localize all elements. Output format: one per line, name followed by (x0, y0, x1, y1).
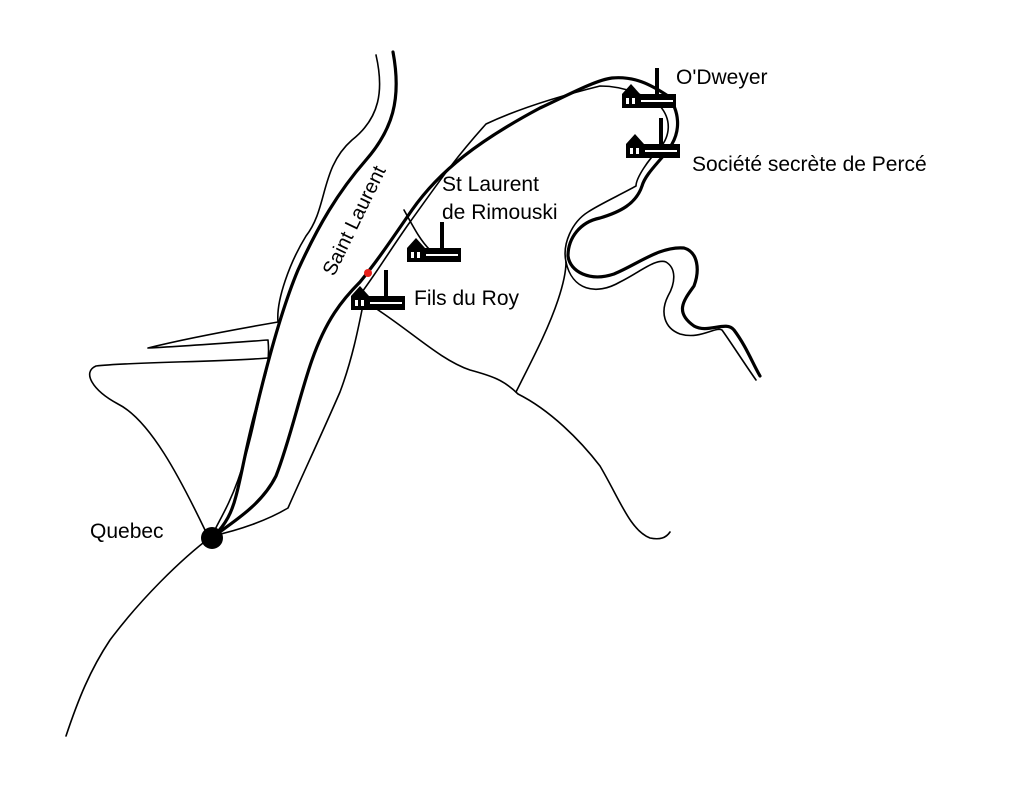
river-north-bank (212, 50, 398, 538)
city-label: Quebec (90, 520, 164, 543)
inland-boundary (371, 305, 671, 540)
distillery-label-rimouski-line2: de Rimouski (442, 201, 558, 224)
western-coastline (88, 357, 269, 531)
north-coastline (147, 54, 381, 537)
river-south-bank (212, 76, 762, 538)
distillery-label-rimouski-line1: St Laurent (442, 173, 539, 196)
city-dot-icon (201, 527, 223, 549)
distillery-label-perce: Société secrète de Percé (692, 153, 927, 176)
distillery-icon (622, 68, 676, 108)
southern-coastline (211, 299, 365, 537)
distillery-icon (626, 118, 680, 158)
distillery-label-odweyer: O'Dweyer (676, 66, 768, 89)
distillery-icon (351, 270, 405, 310)
inland-boundary-2 (515, 261, 567, 393)
bay-coastline (565, 260, 757, 381)
river-label: Saint Laurent (319, 162, 391, 279)
distillery-label-fils-du-roy: Fils du Roy (414, 287, 520, 310)
inland-boundary-3 (403, 209, 431, 251)
distillery-icon (407, 222, 461, 262)
location-dot-icon (364, 269, 372, 277)
southwest-coastline (65, 535, 213, 737)
